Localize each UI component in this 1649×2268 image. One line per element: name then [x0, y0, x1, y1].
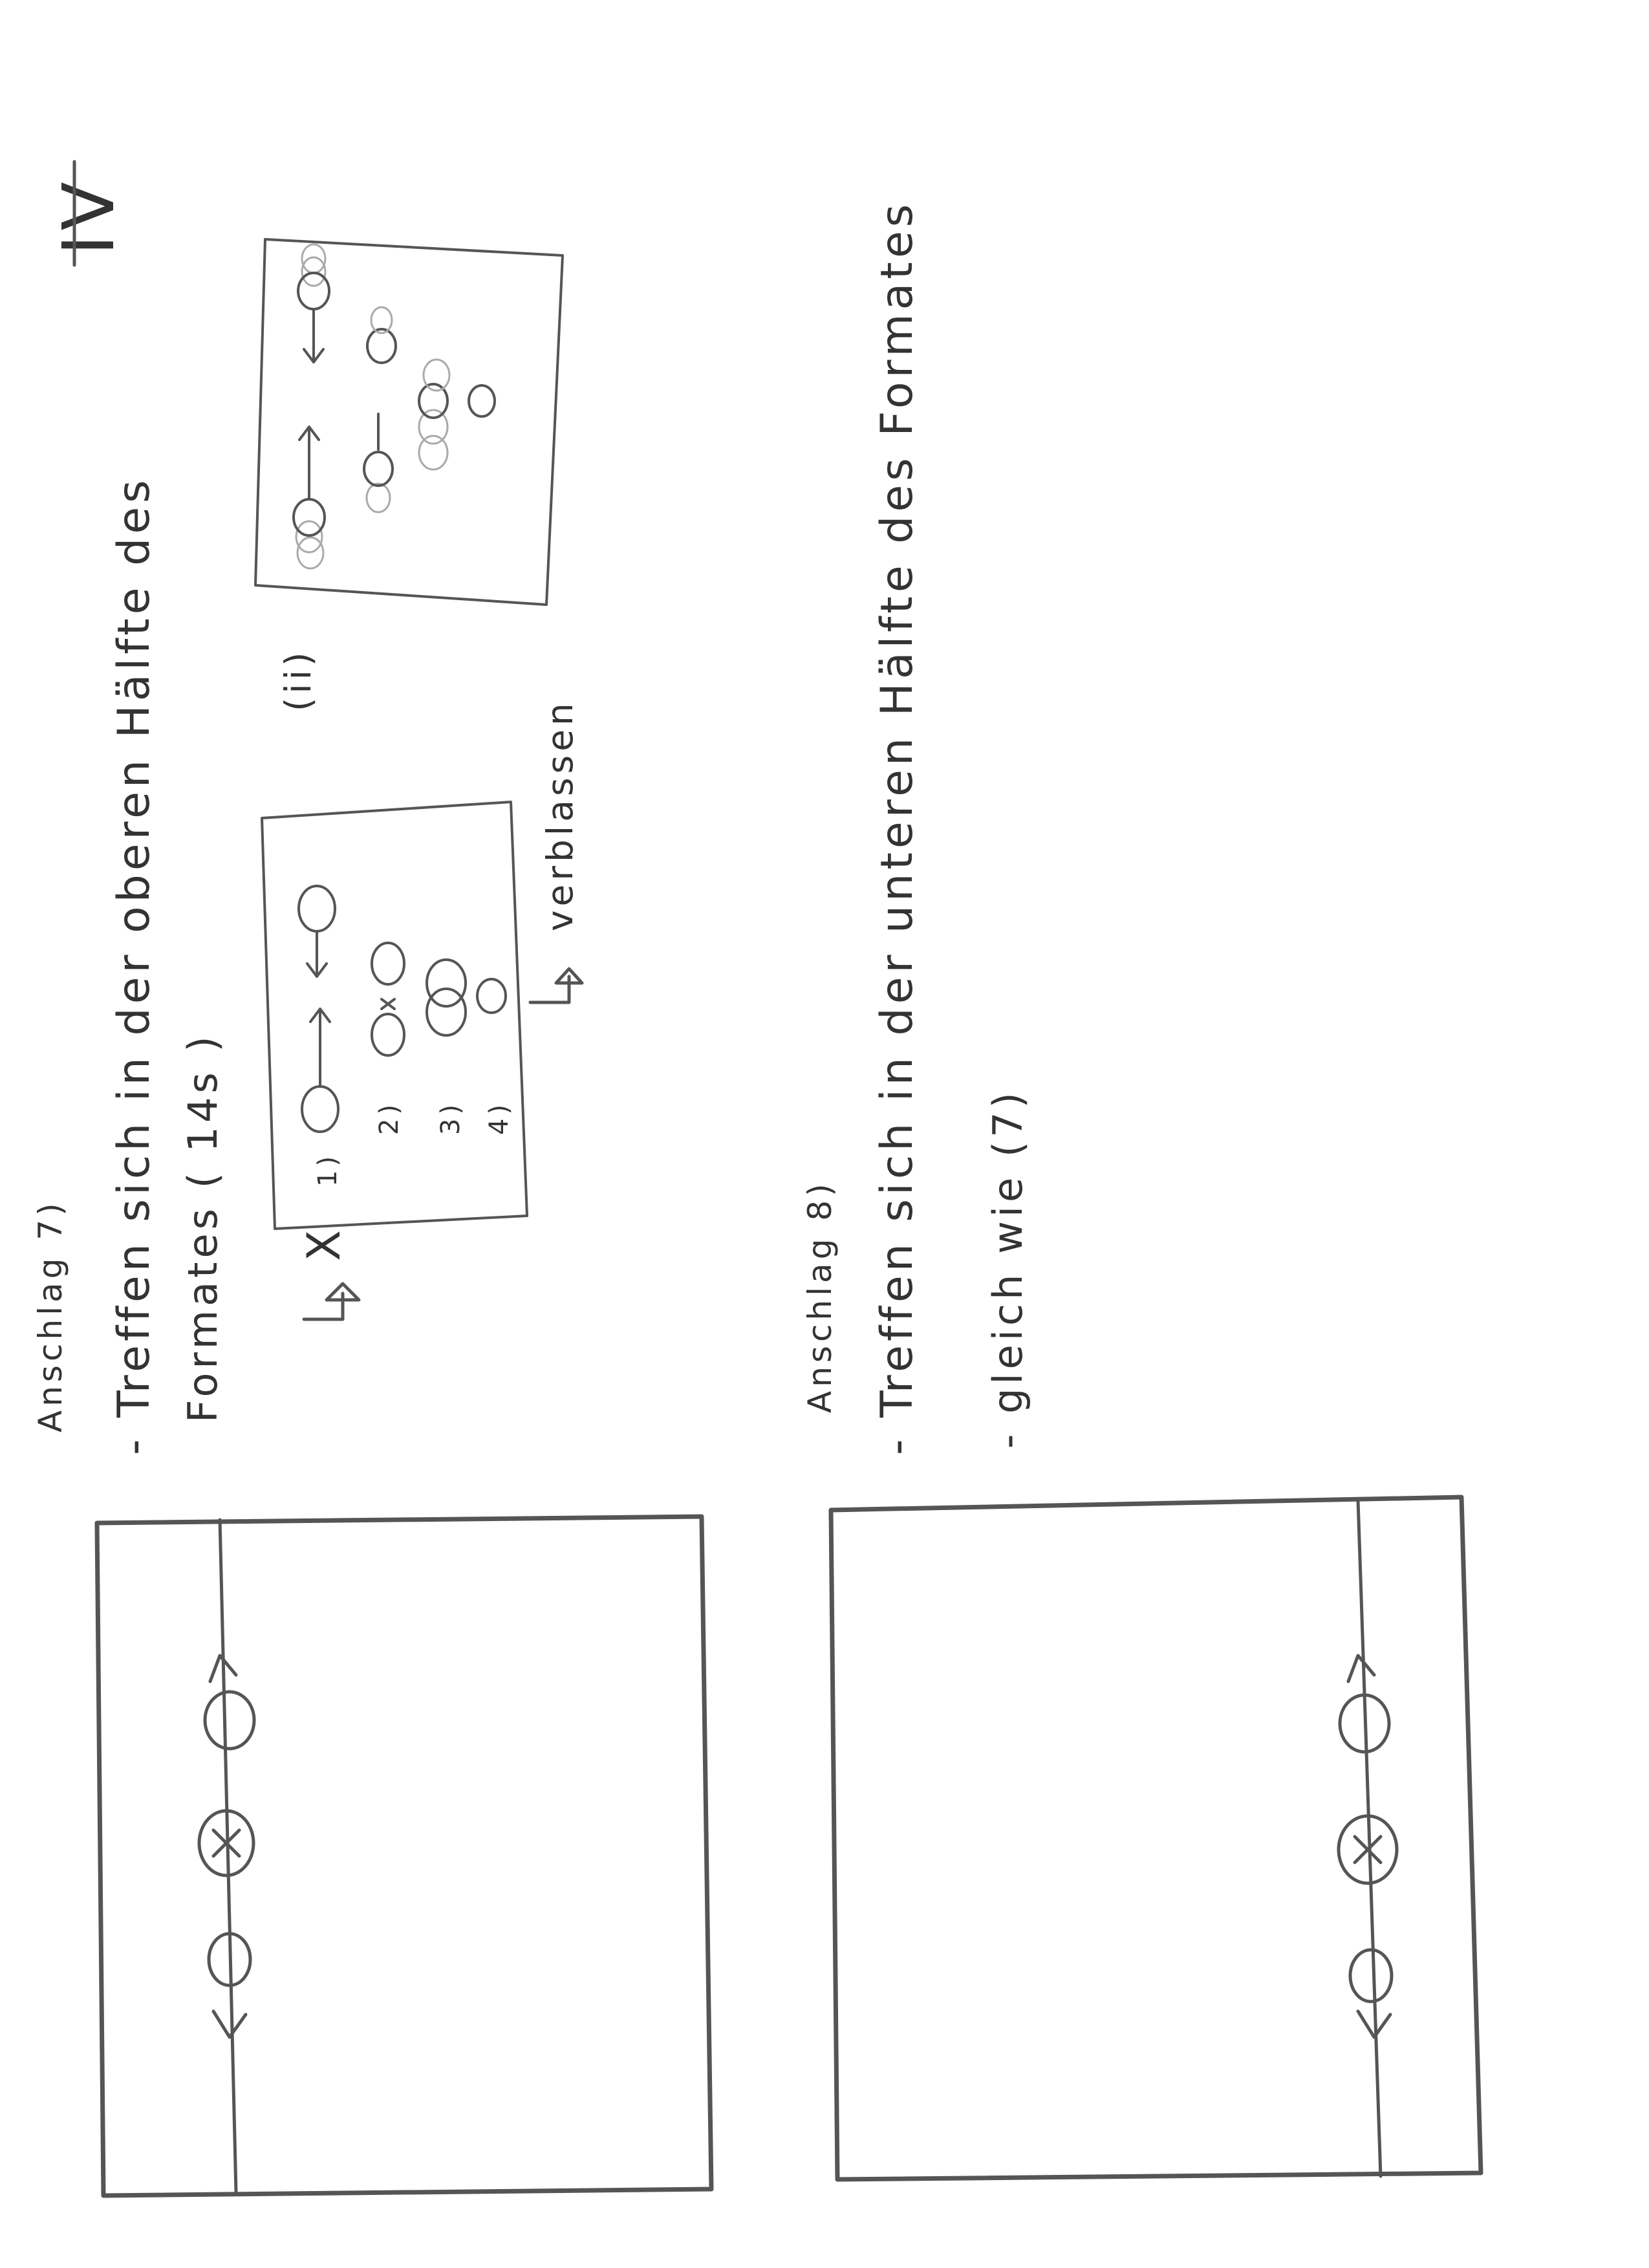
ball-icon	[426, 988, 467, 1037]
arrow-icon	[298, 426, 320, 499]
sequence-sketch-frame	[261, 801, 528, 1230]
ball-icon	[297, 272, 330, 310]
ball-icon	[426, 958, 467, 1008]
step-label-2: 2)	[374, 1101, 404, 1135]
section-8-heading: Anschlag 8)	[801, 1180, 839, 1413]
ball-icon	[1348, 1948, 1394, 2003]
arrow-icon	[309, 1008, 331, 1088]
section-8-line-1: - Treffen sich in der unteren Hälfte des…	[872, 200, 923, 1455]
variant-sketch	[254, 238, 564, 606]
step-label-4: 4)	[484, 1101, 514, 1135]
ball-icon	[1338, 1693, 1391, 1754]
diagram-7-frame	[94, 1514, 714, 2198]
ghost-ball-icon	[370, 306, 393, 334]
arrow-head-icon	[1346, 1654, 1376, 1683]
variant-sketch-frame	[254, 238, 564, 606]
collision-ball-icon	[197, 1809, 255, 1877]
arrow-head-icon	[1356, 2009, 1392, 2039]
ghost-ball-icon	[365, 482, 391, 513]
diagram-8-track	[1356, 1498, 1383, 2178]
arrow-icon	[303, 309, 325, 363]
ball-icon	[203, 1690, 256, 1751]
arrow-icon	[306, 930, 328, 978]
ball-icon	[418, 383, 449, 419]
fade-arrow-icon	[528, 967, 584, 1004]
section-7-line-1: - Treffen sich in der oberen Hälfte des	[109, 476, 160, 1455]
diagram-anschlag-7	[94, 1514, 714, 2198]
arrow-head-icon	[211, 2009, 248, 2039]
cross-icon	[1353, 1835, 1383, 1864]
ghost-ball-icon	[301, 256, 327, 287]
section-7-heading: Anschlag 7)	[32, 1199, 69, 1432]
ball-icon	[371, 1013, 405, 1057]
ball-icon	[468, 384, 496, 418]
step-label-3: 3)	[436, 1101, 466, 1135]
step-label-1: 1)	[313, 1152, 343, 1187]
ball-icon	[301, 1085, 339, 1133]
ghost-ball-icon	[418, 409, 449, 445]
ghost-ball-icon	[418, 435, 449, 471]
result-arrow-icon	[302, 1282, 361, 1321]
cross-icon	[211, 1828, 241, 1858]
cross-icon	[380, 998, 396, 1010]
section-7-line-2: Formates ( 14s )	[179, 1032, 226, 1423]
ball-icon	[297, 885, 336, 933]
ball-icon	[363, 451, 394, 487]
result-label: X	[297, 1226, 350, 1261]
ball-icon	[476, 978, 507, 1014]
page-number-text: IV	[47, 178, 130, 255]
ghost-ball-icon	[296, 536, 325, 570]
ball-icon	[292, 498, 326, 537]
diagram-7-track	[218, 1518, 238, 2194]
ghost-ball-icon	[295, 520, 323, 554]
ghost-ball-icon	[422, 358, 451, 392]
diagram-anschlag-8	[828, 1495, 1483, 2182]
ball-icon	[366, 328, 397, 364]
diagram-8-frame	[828, 1495, 1483, 2182]
arrow-head-icon	[208, 1654, 238, 1683]
ball-icon	[207, 1932, 252, 1987]
collision-ball-icon	[1337, 1814, 1399, 1885]
ghost-ball-icon	[301, 243, 327, 274]
section-8-line-2: - gleich wie (7)	[984, 1088, 1031, 1449]
sequence-sketch: 1) 2) 3) 4)	[261, 801, 528, 1230]
variant-label: (ii)	[277, 649, 319, 711]
page-number: IV	[47, 160, 130, 267]
fade-label: verblassen	[539, 699, 581, 931]
ball-icon	[371, 942, 405, 986]
